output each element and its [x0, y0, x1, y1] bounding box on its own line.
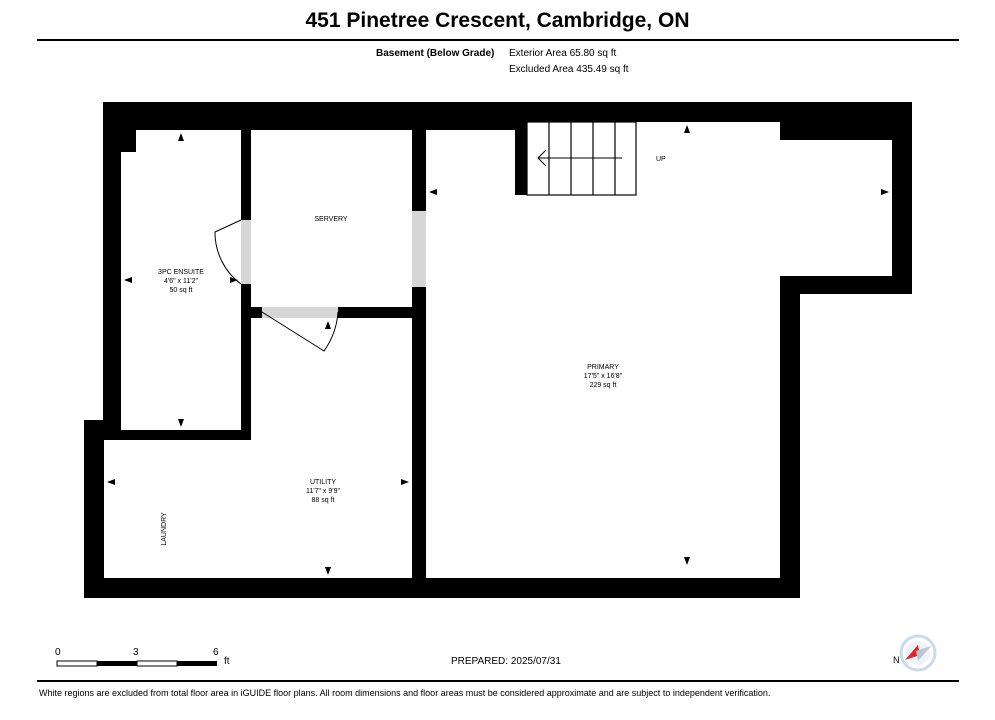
utility-name: UTILITY — [310, 479, 336, 486]
walls — [84, 102, 912, 598]
scale-tick-3: 3 — [133, 647, 139, 658]
primary-area: 229 sq ft — [590, 382, 617, 389]
ensuite-name: 3PC ENSUITE — [158, 269, 204, 276]
utility-dims: 11'7" x 9'9" — [306, 488, 340, 495]
ensuite-area: 50 sq ft — [170, 287, 193, 294]
scale-unit: ft — [224, 656, 230, 667]
primary-name: PRIMARY — [587, 364, 619, 371]
utility-area: 88 sq ft — [312, 497, 335, 504]
stairs — [526, 121, 637, 196]
dimension-arrows — [107, 125, 889, 575]
scale-bar — [56, 660, 217, 667]
page-title: 451 Pinetree Crescent, Cambridge, ON — [305, 9, 690, 32]
header-divider — [37, 39, 959, 41]
door-openings — [241, 211, 426, 318]
north-compass-icon — [899, 634, 937, 672]
exterior-area: Exterior Area 65.80 sq ft — [509, 48, 617, 59]
servery-name: SERVERY — [314, 216, 348, 223]
excluded-area: Excluded Area 435.49 sq ft — [509, 64, 629, 75]
prepared-date: PREPARED: 2025/07/31 — [451, 656, 561, 667]
scale-tick-6: 6 — [213, 647, 219, 658]
footer-divider — [37, 680, 959, 682]
footer-disclaimer: White regions are excluded from total fl… — [39, 688, 771, 698]
compass-n-label: N — [893, 655, 900, 665]
scale-tick-0: 0 — [55, 647, 61, 658]
primary-dims: 17'5" x 16'8" — [584, 373, 623, 380]
laundry-name: LAUNDRY — [161, 512, 168, 546]
room-interiors — [104, 122, 892, 578]
ensuite-dims: 4'6" x 11'2" — [164, 278, 198, 285]
floor-label: Basement (Below Grade) — [376, 48, 495, 59]
stairs-up-label: UP — [656, 156, 666, 163]
